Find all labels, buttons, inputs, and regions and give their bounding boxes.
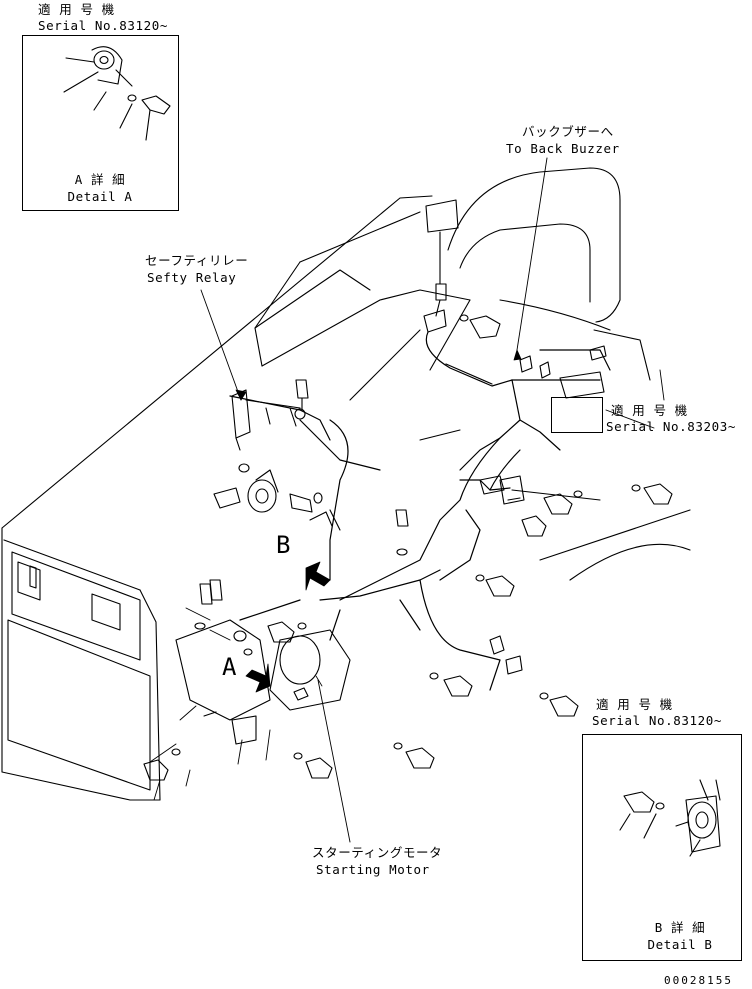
serial-83203-applicable-label: 適 用 号 機 bbox=[611, 403, 688, 418]
safety-relay bbox=[231, 379, 309, 451]
safety-relay-label-jp: セーフティリレー bbox=[145, 253, 249, 268]
detail-a-applicable-label: 適 用 号 機 bbox=[38, 2, 115, 17]
view-a-label: A bbox=[222, 653, 237, 681]
operator-seat bbox=[419, 167, 691, 581]
detail-b-title-en: Detail B bbox=[647, 937, 713, 952]
safety-relay-label-en: Sefty Relay bbox=[147, 270, 237, 285]
right-connectors bbox=[479, 345, 607, 675]
back-buzzer-box bbox=[423, 199, 459, 333]
detail-b-applicable-label: 適 用 号 機 bbox=[596, 697, 673, 712]
harness bbox=[229, 331, 611, 691]
drawing-number: 00028155 bbox=[664, 974, 733, 987]
starting-motor-label-en: Starting Motor bbox=[316, 862, 430, 877]
side-panel bbox=[7, 551, 151, 791]
view-b-label: B bbox=[276, 531, 291, 559]
detail-a-serial-label: Serial No.83120~ bbox=[38, 18, 169, 33]
machine-body bbox=[1, 195, 471, 801]
detail-a-box bbox=[22, 35, 179, 211]
detail-b-title-jp: B 詳 細 bbox=[654, 920, 706, 935]
starting-motor-drawing bbox=[175, 579, 351, 745]
starting-motor-label-jp: スターティングモータ bbox=[312, 845, 443, 860]
leader-lines bbox=[149, 157, 665, 843]
back-buzzer-label-en: To Back Buzzer bbox=[506, 141, 620, 156]
view-arrows bbox=[235, 349, 522, 693]
bolts bbox=[143, 314, 673, 781]
detail-a-title-jp: A 詳 細 bbox=[74, 172, 126, 187]
detail-b-serial-label: Serial No.83120~ bbox=[592, 713, 723, 728]
detail-a-title-en: Detail A bbox=[67, 189, 133, 204]
horn bbox=[213, 463, 341, 531]
detail-a-drawing bbox=[63, 46, 171, 141]
serial-83203-label: Serial No.83203~ bbox=[606, 419, 737, 434]
serial-83203-box bbox=[551, 397, 603, 433]
back-buzzer-label-jp: バックブザーへ bbox=[522, 124, 614, 139]
detail-b-drawing bbox=[619, 779, 721, 857]
detail-b-box bbox=[582, 734, 742, 961]
